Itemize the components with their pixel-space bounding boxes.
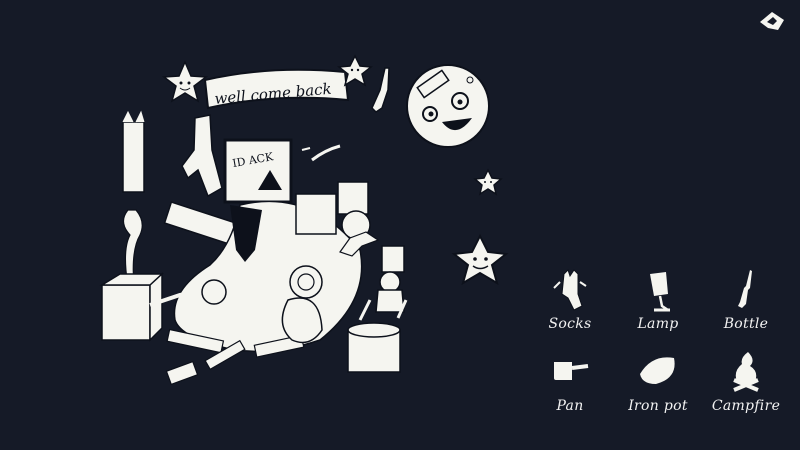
lamp-icon bbox=[650, 272, 670, 312]
inventory-item-bottle[interactable]: Bottle bbox=[706, 262, 786, 342]
inventory-label: Pan bbox=[556, 398, 584, 414]
pan-icon bbox=[554, 362, 589, 380]
drum-icon[interactable] bbox=[347, 322, 401, 373]
star-icon[interactable] bbox=[337, 54, 373, 87]
inventory-item-socks[interactable]: Socks bbox=[530, 262, 610, 342]
socks-icon bbox=[553, 269, 587, 311]
inventory-label: Lamp bbox=[637, 316, 679, 332]
inventory-label: Bottle bbox=[723, 316, 769, 332]
comet-icon bbox=[301, 144, 341, 162]
inventory-item-campfire[interactable]: Campfire bbox=[706, 344, 786, 424]
star-icon[interactable] bbox=[451, 233, 509, 286]
back-button[interactable] bbox=[758, 10, 786, 32]
campfire-icon bbox=[733, 352, 759, 392]
inventory-label: Campfire bbox=[711, 398, 781, 414]
inventory-panel: Socks Lamp Bottle Pan Iron pot bbox=[530, 262, 790, 432]
bottle-icon bbox=[738, 270, 752, 308]
inventory-item-iron-pot[interactable]: Iron pot bbox=[618, 344, 698, 424]
moon-icon[interactable] bbox=[406, 64, 490, 148]
inventory-item-lamp[interactable]: Lamp bbox=[618, 262, 698, 342]
inventory-item-pan[interactable]: Pan bbox=[530, 344, 610, 424]
back-arrow-icon bbox=[760, 12, 784, 30]
junk-pile[interactable]: ID ACK bbox=[99, 110, 408, 386]
iron-pot-icon bbox=[640, 357, 675, 384]
star-icon[interactable] bbox=[473, 168, 503, 196]
welcome-banner[interactable]: well come back bbox=[203, 68, 350, 110]
rocket-icon bbox=[371, 67, 390, 113]
star-icon[interactable] bbox=[161, 60, 209, 103]
inventory-label: Iron pot bbox=[628, 398, 688, 414]
inventory-label: Socks bbox=[548, 316, 592, 332]
